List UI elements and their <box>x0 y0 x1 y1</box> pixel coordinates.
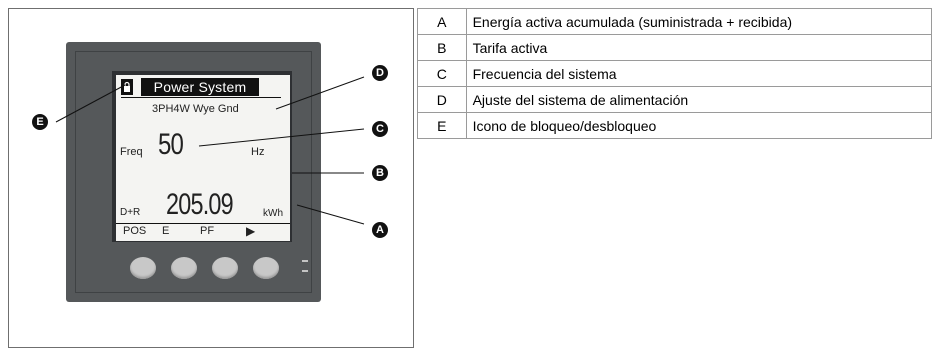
callout-a: A <box>372 222 388 238</box>
callout-c: C <box>372 121 388 137</box>
legend-table: A Energía activa acumulada (suministrada… <box>417 8 932 139</box>
energy-unit: kWh <box>263 208 283 219</box>
lcd-header: Power System <box>121 78 281 98</box>
legend-key: C <box>417 60 467 87</box>
legend-description: Tarifa activa <box>465 34 932 61</box>
lock-icon <box>121 79 133 95</box>
meter-button-4[interactable] <box>253 257 279 279</box>
status-led-2 <box>302 270 308 272</box>
legend-row: B Tarifa activa <box>417 34 932 61</box>
screen-title: Power System <box>141 78 259 96</box>
lcd-screen: Power System 3PH4W Wye Gnd Freq 50 Hz D+… <box>116 75 290 241</box>
bezel-inner-border <box>75 51 312 293</box>
legend-description: Ajuste del sistema de alimentación <box>465 86 932 113</box>
softkey-pf: PF <box>200 225 215 237</box>
legend-description: Frecuencia del sistema <box>465 60 932 87</box>
legend-key: E <box>417 112 467 139</box>
legend-row: A Energía activa acumulada (suministrada… <box>417 8 932 35</box>
meter-button-2[interactable] <box>171 257 197 279</box>
system-config-text: 3PH4W Wye Gnd <box>152 103 239 115</box>
legend-key: B <box>417 34 467 61</box>
callout-d: D <box>372 65 388 81</box>
energy-label: D+R <box>120 207 141 218</box>
legend-row: D Ajuste del sistema de alimentación <box>417 86 932 113</box>
callout-leader-lines <box>55 76 365 225</box>
softkey-e: E <box>162 225 170 237</box>
legend-row: E Icono de bloqueo/desbloqueo <box>417 112 932 139</box>
freq-label: Freq <box>120 146 143 158</box>
legend-row: C Frecuencia del sistema <box>417 60 932 87</box>
legend-key: A <box>417 8 467 35</box>
meter-button-1[interactable] <box>130 257 156 279</box>
meter-button-3[interactable] <box>212 257 238 279</box>
freq-value: 50 <box>158 128 184 161</box>
legend-description: Energía activa acumulada (suministrada +… <box>465 8 932 35</box>
callout-e: E <box>32 114 48 130</box>
legend-description: Icono de bloqueo/desbloqueo <box>465 112 932 139</box>
legend-key: D <box>417 86 467 113</box>
softkey-pos: POS <box>123 225 147 237</box>
freq-unit: Hz <box>251 146 265 158</box>
softkey-next-arrow-icon: ▶ <box>246 224 256 238</box>
softkey-bar: POS E PF ▶ <box>116 223 290 238</box>
status-led-1 <box>302 260 308 262</box>
callout-b: B <box>372 165 388 181</box>
energy-value: 205.09 <box>166 188 234 221</box>
